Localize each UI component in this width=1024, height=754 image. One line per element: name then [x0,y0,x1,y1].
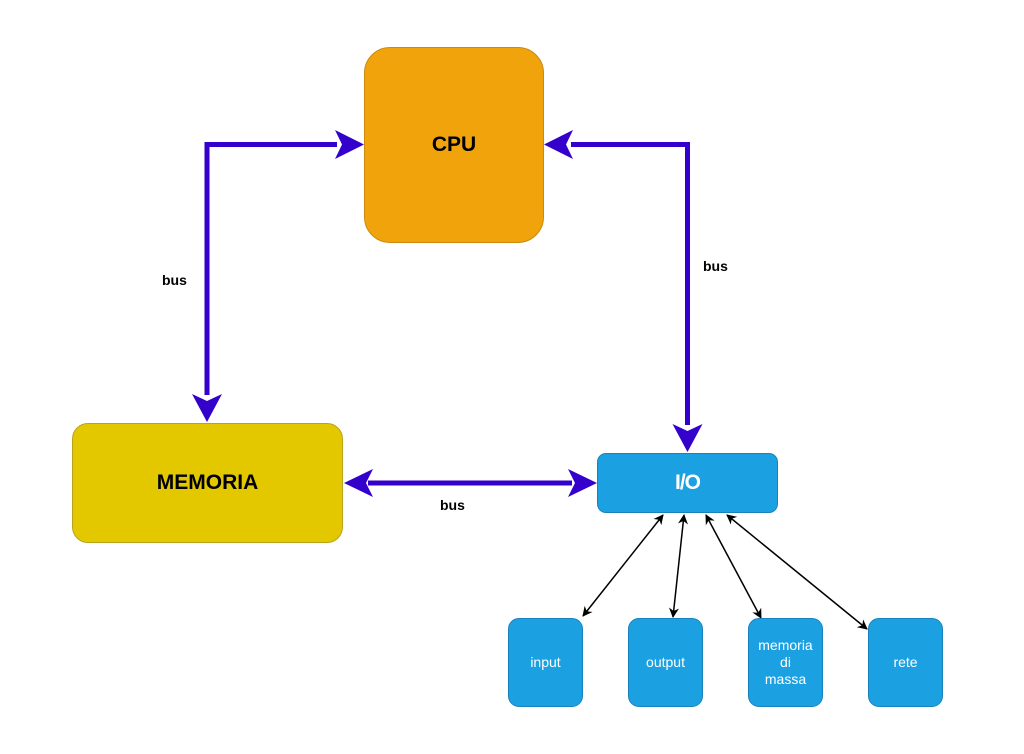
arrowhead-to-cpu [335,130,364,159]
link-io-output [668,514,689,618]
arrowhead-to-io [568,469,597,497]
io-label: I/O [674,471,701,494]
device-label: input [530,654,561,670]
cpu-label: CPU [431,133,477,156]
bus-label-cpu-memoria: bus [162,272,187,288]
cpu-node[interactable]: CPU [364,47,544,243]
memoria-label: MEMORIA [156,471,259,494]
bus-line [571,142,690,425]
bus-cpu-memoria [192,130,364,422]
device-memoria-di-massa-node[interactable]: memoria di massa [748,618,823,707]
bus-label-memoria-io: bus [440,497,465,513]
bus-cpu-io [544,130,703,452]
arrowhead-to-memoria [192,394,222,422]
bus-memoria-io [344,469,597,497]
bus-label-cpu-io: bus [703,258,728,274]
io-node[interactable]: I/O [597,453,778,513]
memoria-node[interactable]: MEMORIA [72,423,343,543]
io-device-links [582,514,868,630]
device-label: memoria di massa [758,637,813,687]
device-rete-node[interactable]: rete [868,618,943,707]
link-io-massa [705,514,762,619]
link-io-input [582,514,664,617]
bus-line [204,142,337,395]
device-label: rete [893,654,918,670]
device-label: output [646,654,685,670]
arrowhead-to-io [672,424,703,452]
device-output-node[interactable]: output [628,618,703,707]
arrowhead-to-cpu [544,130,573,159]
device-input-node[interactable]: input [508,618,583,707]
link-io-rete [726,514,868,630]
arrowhead-to-memoria [344,469,373,497]
